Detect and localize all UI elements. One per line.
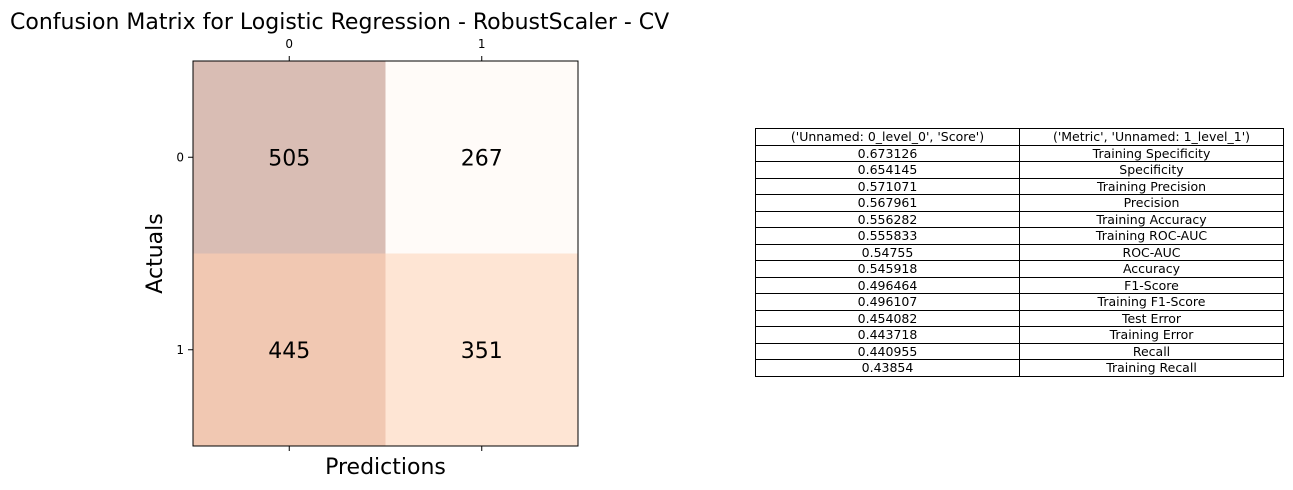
matrix-frame [192,60,579,447]
table-cell-metric: Training Recall [1019,359,1284,377]
table-cell-metric: Specificity [1019,161,1284,179]
table-cell-score: 0.440955 [755,342,1020,360]
cell-value-label: 351 [461,339,503,364]
y-tick-label: 1 [176,343,184,357]
axis-ticks: 0 1 0 1 [176,37,486,451]
table-cell-score: 0.54755 [755,243,1020,261]
table-cell-metric: Training Accuracy [1019,210,1284,228]
matrix-cell [193,253,386,446]
cell-value-label: 267 [461,146,503,171]
table-cell-score: 0.496107 [755,293,1020,311]
table-header-metric: ('Metric', 'Unnamed: 1_level_1') [1019,128,1284,146]
table-header-score: ('Unnamed: 0_level_0', 'Score') [755,128,1020,146]
cell-value-label: 505 [268,146,310,171]
x-tick-label: 0 [285,37,293,51]
table-cell-metric: ROC-AUC [1019,243,1284,261]
table-cell-score: 0.545918 [755,260,1020,278]
table-cell-metric: Recall [1019,342,1284,360]
table-cell-score: 0.443718 [755,326,1020,344]
table-cell-metric: Precision [1019,194,1284,212]
table-cell-metric: F1-Score [1019,276,1284,294]
table-cell-score: 0.571071 [755,177,1020,195]
table-cell-score: 0.556282 [755,210,1020,228]
table-cell-score: 0.555833 [755,227,1020,245]
x-tick-label: 1 [478,37,486,51]
table-cell-score: 0.567961 [755,194,1020,212]
table-cell-metric: Training Specificity [1019,144,1284,162]
matrix-cell [385,61,578,254]
y-tick-label: 0 [176,150,184,164]
table-cell-score: 0.43854 [755,359,1020,377]
table-cell-metric: Test Error [1019,309,1284,327]
table-cell-metric: Training Error [1019,326,1284,344]
table-cell-score: 0.454082 [755,309,1020,327]
chart-title: Confusion Matrix for Logistic Regression… [10,10,669,35]
x-axis-label: Predictions [325,455,446,480]
table-cell-score: 0.673126 [755,144,1020,162]
confusion-matrix-chart: Confusion Matrix for Logistic Regression… [10,10,669,480]
table-cell-metric: Training Precision [1019,177,1284,195]
cell-value-label: 445 [268,339,310,364]
table-cell-score: 0.654145 [755,161,1020,179]
y-axis-label: Actuals [143,213,168,293]
table-cell-score: 0.496464 [755,276,1020,294]
table-cell-metric: Training ROC-AUC [1019,227,1284,245]
metrics-table: ('Unnamed: 0_level_0', 'Score') ('Metric… [755,128,1284,377]
matrix-cells: 505 267 445 351 [193,61,578,446]
table-header-row: ('Unnamed: 0_level_0', 'Score') ('Metric… [755,128,1284,146]
matrix-cell [385,253,578,446]
table-cell-metric: Accuracy [1019,260,1284,278]
matrix-cell [193,61,386,254]
table-cell-metric: Training F1-Score [1019,293,1284,311]
